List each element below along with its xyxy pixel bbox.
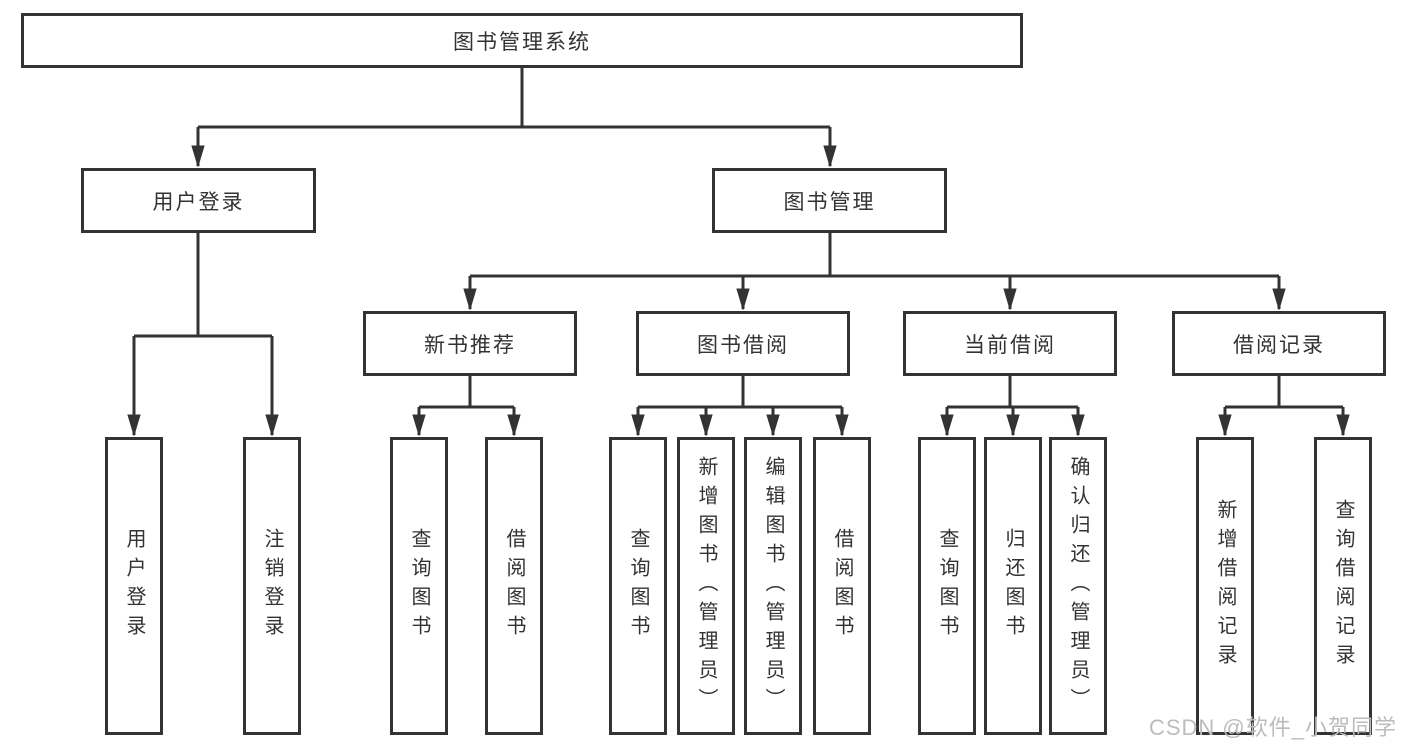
leaf-return-books-label: 归还图书 [1002, 528, 1024, 644]
leaf-return-books: 归还图书 [984, 437, 1042, 735]
leaf-edit-book-admin: 编辑图书（管理员） [744, 437, 802, 735]
node-book-borrowing-label: 图书借阅 [697, 333, 789, 357]
leaf-query-borrow-record: 查询借阅记录 [1314, 437, 1372, 735]
leaf-query-books-recommend-label: 查询图书 [408, 528, 430, 644]
leaf-query-books-borrowing: 查询图书 [609, 437, 667, 735]
csdn-watermark: CSDN @软件_小贺同学 [1148, 715, 1397, 740]
node-root: 图书管理系统 [21, 13, 1023, 68]
node-new-book-recommendation-label: 新书推荐 [424, 333, 516, 357]
leaf-confirm-return-admin-label: 确认归还（管理员） [1067, 455, 1089, 717]
leaf-add-borrow-record: 新增借阅记录 [1196, 437, 1254, 735]
leaf-borrow-books-recommend-label: 借阅图书 [503, 528, 525, 644]
node-user-login: 用户登录 [81, 168, 316, 233]
leaf-add-book-admin-label: 新增图书（管理员） [695, 455, 717, 717]
leaf-confirm-return-admin: 确认归还（管理员） [1049, 437, 1107, 735]
node-current-borrowing-label: 当前借阅 [964, 333, 1056, 357]
leaf-add-book-admin: 新增图书（管理员） [677, 437, 735, 735]
node-book-management-label: 图书管理 [783, 190, 876, 214]
leaf-borrow-books-recommend: 借阅图书 [485, 437, 543, 735]
leaf-query-books-borrowing-label: 查询图书 [627, 528, 649, 644]
node-borrowing-records: 借阅记录 [1172, 311, 1386, 376]
node-root-label: 图书管理系统 [453, 30, 591, 54]
leaf-borrow-books-borrowing-label: 借阅图书 [831, 528, 853, 644]
node-borrowing-records-label: 借阅记录 [1233, 333, 1325, 357]
node-book-borrowing: 图书借阅 [636, 311, 850, 376]
leaf-borrow-books-borrowing: 借阅图书 [813, 437, 871, 735]
leaf-logout: 注销登录 [243, 437, 301, 735]
leaf-query-borrow-record-label: 查询借阅记录 [1332, 499, 1354, 673]
node-new-book-recommendation: 新书推荐 [363, 311, 577, 376]
leaf-user-login: 用户登录 [105, 437, 163, 735]
leaf-add-borrow-record-label: 新增借阅记录 [1214, 499, 1236, 673]
node-user-login-label: 用户登录 [152, 190, 245, 214]
leaf-user-login-label: 用户登录 [123, 528, 145, 644]
node-current-borrowing: 当前借阅 [903, 311, 1117, 376]
leaf-query-books-current: 查询图书 [918, 437, 976, 735]
leaf-query-books-current-label: 查询图书 [936, 528, 958, 644]
leaf-edit-book-admin-label: 编辑图书（管理员） [762, 455, 784, 717]
leaf-logout-label: 注销登录 [261, 528, 283, 644]
leaf-query-books-recommend: 查询图书 [390, 437, 448, 735]
node-book-management: 图书管理 [712, 168, 947, 233]
